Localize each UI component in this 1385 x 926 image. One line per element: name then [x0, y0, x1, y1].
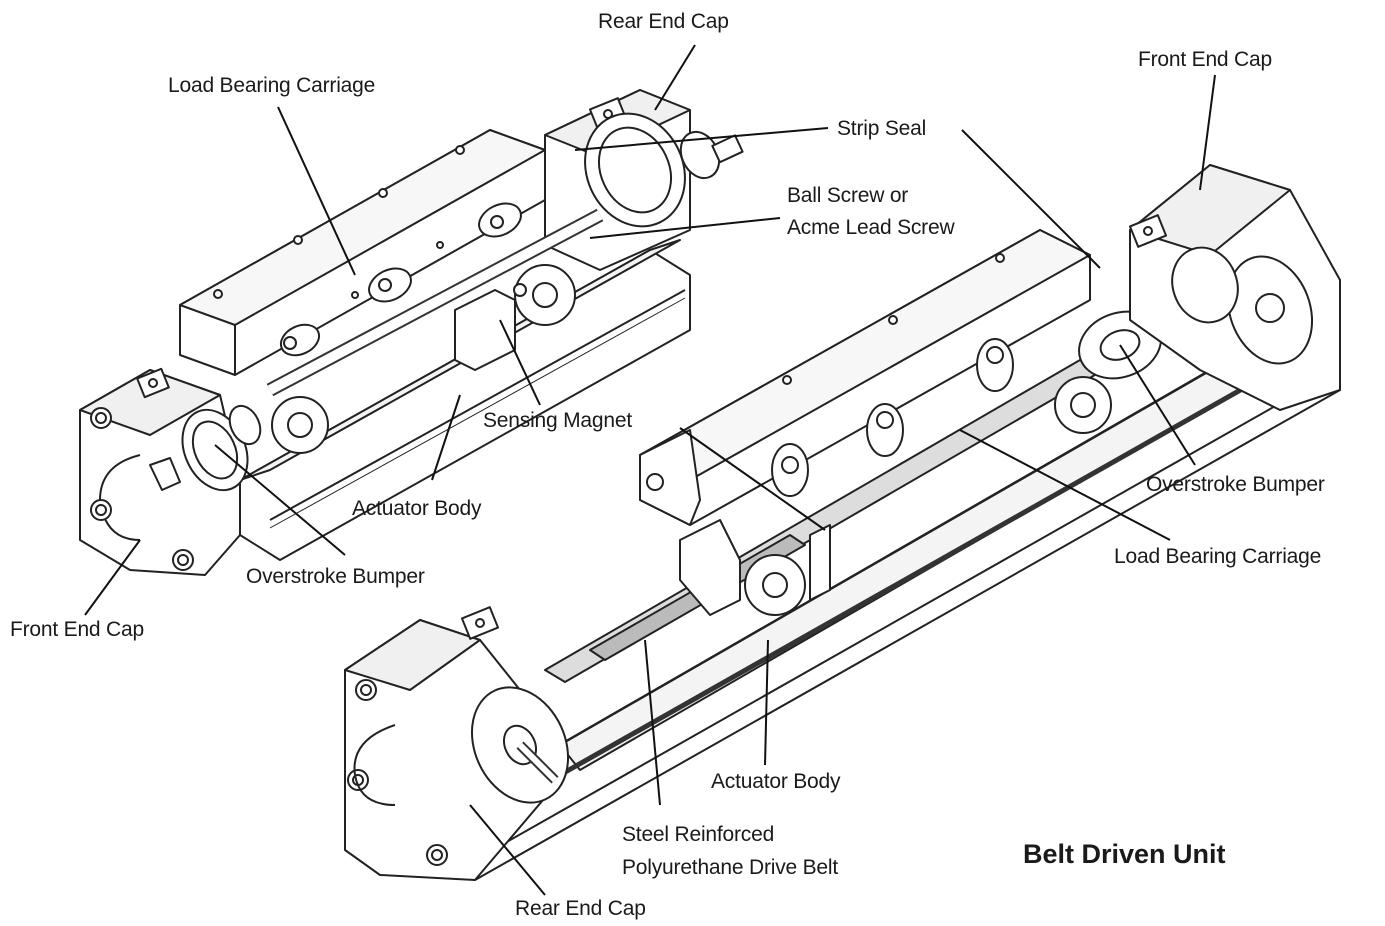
label-rear-end-cap-bottom: Rear End Cap [515, 897, 646, 920]
label-actuator-body-bottom: Actuator Body [711, 770, 841, 793]
leader-rear-end-cap-bottom [469, 804, 546, 896]
label-belt-line1: Steel Reinforced [622, 823, 775, 846]
diagram-title: Belt Driven Unit [1023, 839, 1226, 869]
label-belt-line2: Polyurethane Drive Belt [622, 856, 839, 879]
leader-load-bearing-carriage-right [959, 429, 1171, 541]
leader-sensing-magnet-left [499, 319, 541, 406]
label-rear-end-cap-top: Rear End Cap [598, 10, 729, 33]
label-front-end-cap-left: Front End Cap [10, 618, 144, 641]
leader-load-bearing-carriage-left [277, 106, 356, 276]
label-overstroke-bumper-left: Overstroke Bumper [246, 565, 425, 588]
label-ball-screw-line1: Ball Screw or [787, 184, 909, 207]
leader-ball-screw [589, 217, 781, 239]
leader-overstroke-bumper-right [1119, 344, 1196, 466]
leader-drive-belt [644, 639, 661, 806]
leader-lines [84, 44, 1216, 896]
label-front-end-cap-right: Front End Cap [1138, 48, 1272, 71]
label-load-bearing-carriage-right: Load Bearing Carriage [1114, 545, 1322, 568]
label-sensing-magnet: Sensing Magnet [483, 409, 632, 432]
leader-front-end-cap-right [1199, 74, 1216, 191]
label-strip-seal: Strip Seal [837, 117, 927, 140]
leader-sensing-magnet-right [679, 427, 826, 531]
label-ball-screw-line2: Acme Lead Screw [787, 216, 955, 239]
leader-strip-seal-right [961, 129, 1101, 269]
label-load-bearing-carriage-left: Load Bearing Carriage [168, 74, 376, 97]
leader-actuator-body-bottom [764, 639, 769, 766]
label-actuator-body-left: Actuator Body [352, 497, 482, 520]
leader-actuator-body-left [431, 394, 461, 481]
leader-overstroke-bumper-left [214, 444, 346, 556]
belt-driven-actuator [344, 164, 1341, 881]
label-overstroke-bumper-right: Overstroke Bumper [1146, 473, 1325, 496]
leader-front-end-cap-left [84, 539, 141, 616]
leader-rear-end-cap-top [654, 44, 696, 111]
leader-strip-seal-left [574, 127, 829, 151]
